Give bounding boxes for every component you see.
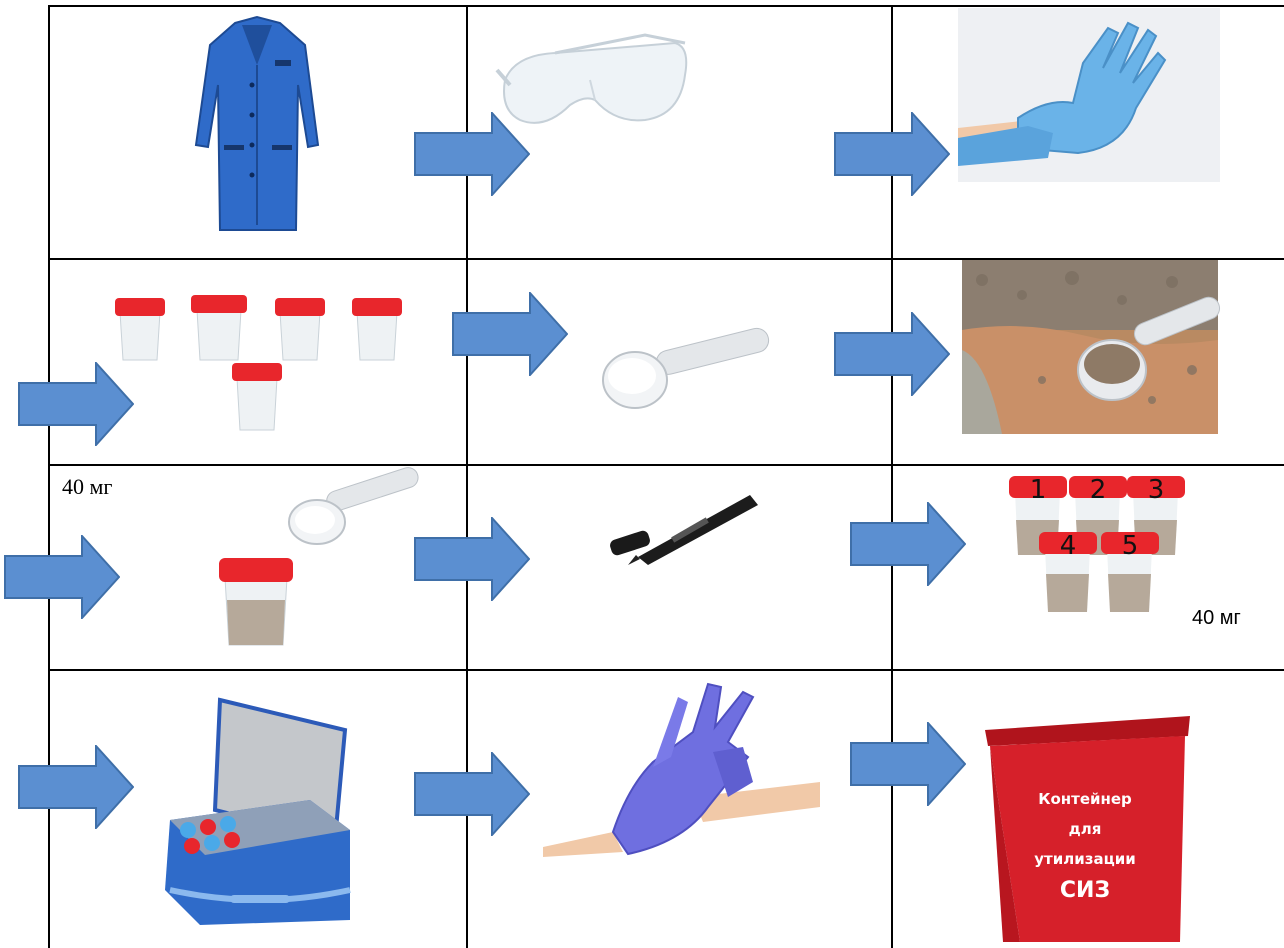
container-caption-line2: для	[1069, 820, 1102, 838]
arrow-icon	[414, 752, 530, 836]
disposal-container-icon: Контейнер для утилизации СИЗ	[985, 716, 1190, 942]
measuring-spoon-icon	[602, 327, 770, 409]
grid-line	[48, 5, 1284, 7]
grid-line	[891, 5, 893, 948]
cooler-bag-icon	[165, 697, 351, 925]
soil-with-spoon-icon	[962, 260, 1221, 434]
arrow-icon	[834, 112, 950, 196]
arrow-icon	[18, 745, 134, 829]
removing-gloves-icon	[543, 672, 820, 857]
container-number: 3	[1148, 475, 1165, 505]
lab-coat-icon	[194, 15, 320, 231]
arrow-icon	[414, 517, 530, 601]
step-grid	[48, 5, 1284, 948]
arrow-icon	[452, 292, 568, 376]
container-number: 4	[1060, 531, 1077, 561]
numbered-containers-icon: 1 2 3 4 5	[1009, 475, 1185, 612]
mass-label: 40 мг	[1192, 607, 1241, 629]
grid-line	[48, 258, 1284, 260]
arrow-icon	[4, 535, 120, 619]
grid-line	[48, 5, 50, 948]
arrow-icon	[18, 362, 134, 446]
glove-blue-icon	[958, 8, 1220, 182]
container-number: 5	[1122, 531, 1139, 561]
container-caption-line4: СИЗ	[1060, 878, 1110, 903]
arrow-icon	[850, 502, 966, 586]
grid-line	[466, 5, 468, 948]
mass-label: 40 мг	[62, 474, 113, 499]
arrow-icon	[850, 722, 966, 806]
container-number: 1	[1030, 475, 1047, 505]
spoon-and-container-icon	[219, 467, 419, 646]
container-number: 2	[1090, 475, 1107, 505]
grid-line	[48, 464, 1284, 466]
safety-goggles-icon	[495, 33, 688, 124]
marker-icon	[610, 495, 758, 565]
sample-containers-icon	[115, 295, 402, 431]
container-caption-line1: Контейнер	[1038, 790, 1132, 808]
container-icon	[115, 298, 165, 361]
arrow-icon	[834, 312, 950, 396]
container-caption-line3: утилизации	[1034, 850, 1135, 868]
grid-line	[48, 669, 1284, 671]
